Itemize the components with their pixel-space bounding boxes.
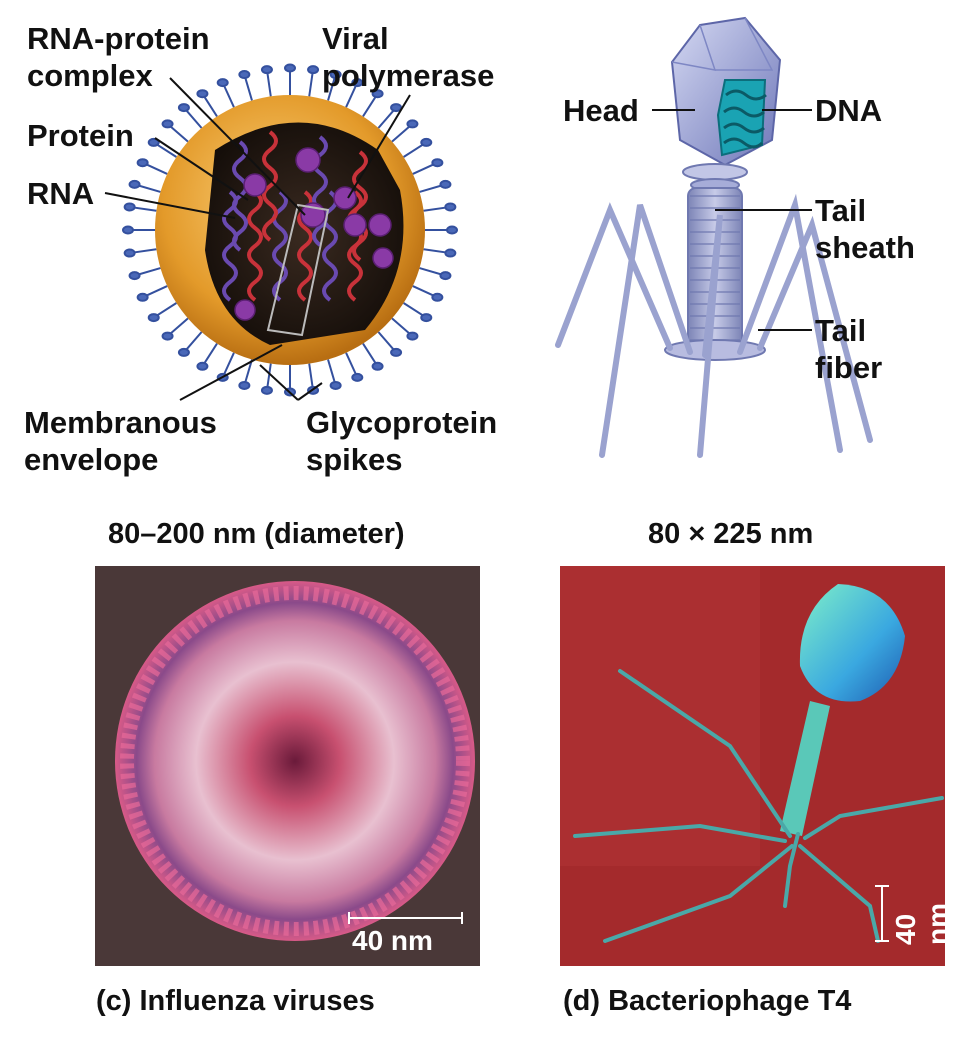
- label-head: Head: [563, 93, 639, 128]
- tail-fibers: [555, 193, 873, 458]
- label-tail-fiber: Tail fiber: [815, 313, 883, 385]
- bacteriophage-diagram: [555, 16, 873, 458]
- scale-label-c: 40 nm: [352, 925, 433, 956]
- micro-phage-tail: [780, 701, 830, 836]
- label-viral-polymerase: Viral polymerase: [322, 21, 495, 93]
- label-rna-protein-complex: RNA-protein complex: [27, 21, 210, 93]
- influenza-size: 80–200 nm (diameter): [108, 518, 405, 550]
- phage-micrograph: [560, 566, 945, 966]
- influenza-virus-diagram: [104, 63, 458, 401]
- caption-influenza: (c) Influenza viruses: [96, 985, 375, 1017]
- influenza-micrograph: [95, 566, 480, 966]
- leader-viral-polymerase: [347, 94, 411, 199]
- micro-phage-head: [799, 584, 905, 702]
- leader-rna-protein-complex: [169, 77, 306, 216]
- label-protein: Protein: [27, 118, 134, 153]
- label-rna: RNA: [27, 176, 95, 211]
- label-dna: DNA: [815, 93, 883, 128]
- leader-spikes-b: [297, 382, 323, 401]
- glycoprotein-spikes: [122, 63, 458, 397]
- label-membranous-envelope: Membranous envelope: [24, 405, 217, 477]
- scale-label-d: 40 nm: [890, 903, 953, 945]
- label-tail-sheath: Tail sheath: [815, 193, 915, 265]
- caption-bacteriophage: (d) Bacteriophage T4: [563, 985, 852, 1017]
- leader-spikes-a: [259, 364, 299, 401]
- phage-size: 80 × 225 nm: [648, 518, 814, 550]
- influenza-virion: [115, 581, 475, 941]
- leader-protein: [154, 137, 249, 201]
- rna-protein-complex-outline: [266, 203, 330, 337]
- leader-membranous-envelope: [179, 344, 283, 401]
- leader-rna: [104, 192, 236, 219]
- polymerase-proteins: [234, 147, 394, 321]
- label-glycoprotein-spikes: Glycoprotein spikes: [306, 405, 498, 477]
